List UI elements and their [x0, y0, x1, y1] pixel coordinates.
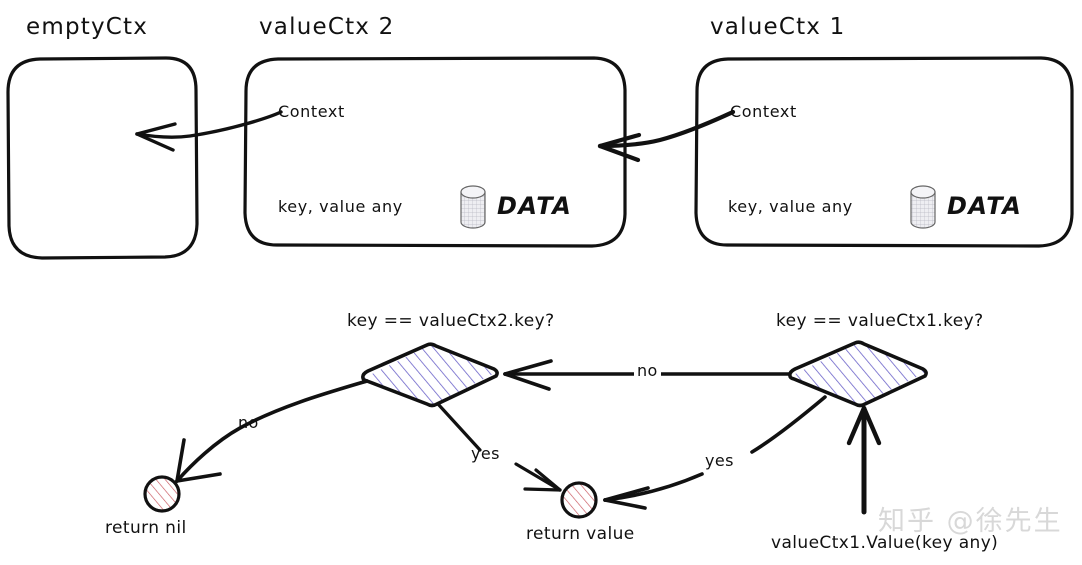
- data-label-valuectx1: DATA: [947, 192, 1023, 220]
- decision-label-valuectx2: key == valueCtx2.key?: [347, 311, 555, 331]
- context-box-title-valuectx2: valueCtx 2: [259, 14, 395, 40]
- terminal-label-return-value: return value: [526, 524, 635, 544]
- context-box-valuectx2: [243, 56, 627, 248]
- inner-keyvalue-label-valuectx2: key, value any: [278, 197, 403, 216]
- entry-call-arrow: [846, 405, 882, 515]
- context-box-title-emptyctx: emptyCtx: [26, 14, 149, 40]
- terminal-circle-return-nil: [143, 475, 181, 513]
- edge-label-no-dec2-nil: no: [238, 413, 259, 432]
- context-box-title-valuectx1: valueCtx 1: [710, 14, 846, 40]
- edge-label-yes-dec2-value: yes: [471, 444, 500, 463]
- inner-keyvalue-label-valuectx1: key, value any: [728, 197, 853, 216]
- inner-context-label-valuectx2: Context: [278, 102, 345, 121]
- terminal-circle-return-value: [560, 481, 598, 519]
- edge-yes-dec1-to-return-value: [603, 395, 827, 510]
- decision-label-valuectx1: key == valueCtx1.key?: [776, 311, 984, 331]
- context-box-valuectx1: [694, 56, 1074, 248]
- decision-diamond-valuectx1: [788, 340, 928, 408]
- inner-context-label-valuectx1: Context: [730, 102, 797, 121]
- context-box-emptyctx: [6, 56, 199, 260]
- edge-label-no-dec1-dec2: no: [634, 361, 661, 380]
- entry-call-label: valueCtx1.Value(key any): [771, 533, 999, 553]
- data-cylinder-icon-2: [460, 185, 486, 229]
- data-cylinder-icon-1: [910, 185, 936, 229]
- context-pointer-arrow-1: [597, 109, 736, 163]
- edge-no-dec2-to-return-nil: [175, 379, 369, 483]
- edge-yes-dec2-to-return-value: [436, 402, 562, 492]
- decision-diamond-valuectx2: [361, 342, 499, 408]
- context-pointer-arrow-2: [135, 110, 283, 152]
- terminal-label-return-nil: return nil: [105, 518, 187, 538]
- data-label-valuectx2: DATA: [497, 192, 573, 220]
- watermark: 知乎 @徐先生: [878, 506, 1063, 537]
- edge-label-yes-dec1-value: yes: [705, 451, 734, 470]
